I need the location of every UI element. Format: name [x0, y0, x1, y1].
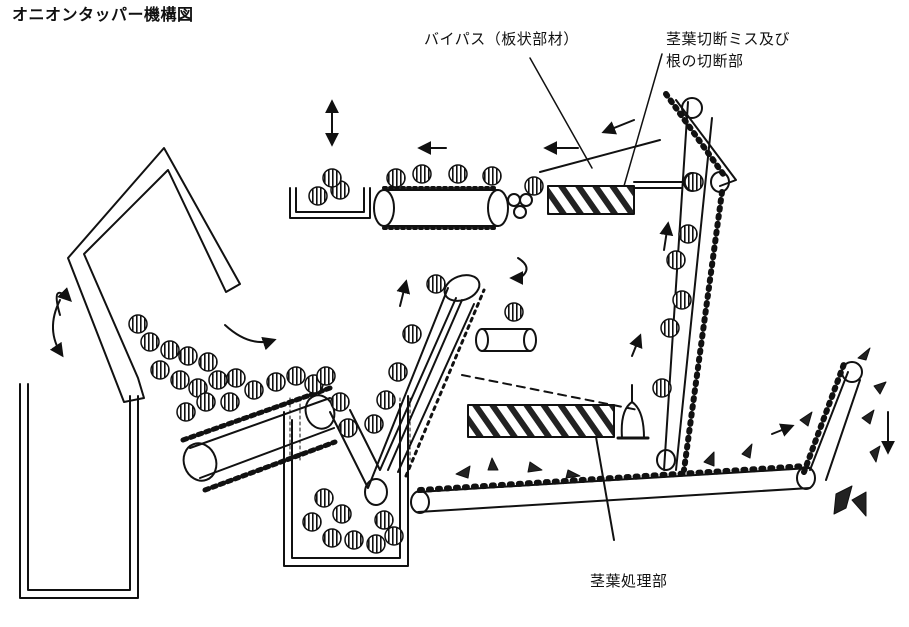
idle-roller — [475, 328, 537, 352]
bypass-label: バイパス（板状部材） — [424, 30, 579, 48]
top-conveyor — [373, 181, 543, 230]
flap-bell — [616, 384, 650, 440]
bottom-conveyor — [410, 463, 816, 514]
bypass-arrow — [601, 119, 635, 135]
intake-conveyor — [180, 385, 338, 493]
stem-leaf-label: 茎葉処理部 — [590, 572, 668, 590]
output-tray — [289, 99, 371, 219]
root-cutter — [539, 53, 701, 215]
conveyor-arrow — [771, 423, 795, 437]
cutter-label-line2: 根の切断部 — [666, 52, 744, 70]
lower-bin — [283, 395, 411, 567]
flow-arrow — [224, 324, 277, 351]
v-conveyor — [329, 274, 486, 506]
receiving-bin — [19, 383, 139, 599]
loading-hopper — [49, 147, 241, 403]
rise-arrow — [396, 279, 411, 307]
stem-leaf-screw — [467, 404, 615, 541]
lift-conveyor — [656, 91, 737, 473]
return-arrow — [509, 257, 528, 285]
cutter-label-line1: 茎葉切断ミス及び — [666, 30, 791, 48]
bypass-leader — [529, 57, 593, 169]
guide-dashed — [461, 374, 639, 411]
lift-arrow — [659, 221, 674, 251]
diagram-title: オニオンタッパー機構図 — [12, 5, 194, 24]
waste-elevator — [801, 361, 895, 481]
onions — [128, 164, 704, 554]
lift-arrow-2 — [629, 333, 643, 357]
stem-leaf-scraps — [455, 347, 887, 517]
